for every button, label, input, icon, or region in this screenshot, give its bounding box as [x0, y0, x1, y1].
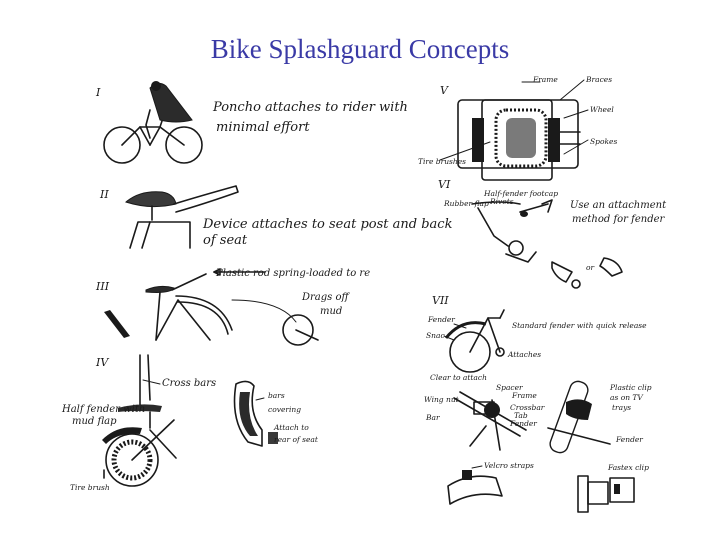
concept-8-plastic-line3: trays: [612, 403, 631, 412]
concept-4-brush: Tire brush: [70, 483, 110, 492]
concept-3-callout: Drags off: [301, 292, 350, 303]
concept-4-fender-line1: Half fender with: [61, 404, 145, 415]
concept-8-bar: Bar: [425, 413, 440, 422]
concept-3-callout2: mud: [320, 306, 342, 317]
concept-7-attaches: Attaches: [507, 350, 541, 359]
concept-7-standard: Standard fender with quick release: [512, 321, 647, 330]
concept-1-numeral: I: [95, 86, 101, 99]
concept-8-plastic-line2: as on TV: [610, 393, 644, 402]
concept-7-numeral: VII: [432, 294, 449, 307]
concept-4-bars: bars: [268, 391, 285, 400]
concept-5-wheel: Wheel: [590, 105, 614, 114]
velcro-strap-sketch: [448, 466, 502, 504]
concept-1-caption-line2: minimal effort: [216, 120, 310, 135]
concept-4: IV Cross bars Half fender with mud flap …: [61, 355, 319, 492]
concept-5-braces: Braces: [585, 75, 612, 84]
concept-4-fender-line2: mud flap: [72, 416, 117, 427]
concept-1: I Poncho attaches to rider with minimal …: [95, 81, 408, 163]
concept-2-numeral: II: [99, 188, 109, 201]
concept-6-or: or: [586, 263, 595, 272]
concept-4-attach-line2: rear of seat: [274, 435, 319, 444]
concept-8-wing-nut: Wing nut: [424, 395, 460, 404]
concept-7-snac: Snac: [426, 331, 445, 340]
concept-1-caption-line1: Poncho attaches to rider with: [212, 100, 408, 115]
concept-6: VI Half-fender footcap Rivets Rubber fla…: [438, 178, 667, 288]
concept-5-spokes: Spokes: [590, 137, 617, 146]
concept-6-rubber-flap: Rubber flap: [443, 199, 489, 208]
concept-5-numeral: V: [440, 84, 449, 97]
concept-7: VII Fender Snac Standard fender with qui…: [426, 294, 647, 372]
concept-5-tire-brushes: Tire brushes: [418, 157, 466, 166]
concept-4-attach-line1: Attach to: [273, 423, 309, 432]
concept-4-crossbars: Cross bars: [162, 378, 216, 389]
concept-6-rivets: Rivets: [489, 197, 514, 206]
concept-8-clear: Clear to attach: [430, 373, 487, 382]
concept-8-velcro: Velcro straps: [484, 461, 534, 470]
concept-4-covering: covering: [268, 405, 301, 414]
spring-rod-sketch: [104, 269, 318, 345]
concept-7-fender: Fender: [427, 315, 455, 324]
concept-8-fastex: Fastex clip: [607, 463, 649, 472]
concept-8-fender: Fender: [509, 419, 537, 428]
concept-5-frame: Frame: [532, 75, 558, 84]
concept-4-numeral: IV: [95, 356, 109, 369]
concept-6-numeral: VI: [438, 178, 451, 191]
concept-3-caption: Plastic rod spring-loaded to re: [215, 268, 370, 279]
concept-8-plastic-line1: Plastic clip: [609, 383, 652, 392]
plastic-clip-sketch: [548, 379, 610, 455]
bike-with-poncho-sketch: [104, 81, 202, 163]
concept-8-frame: Frame: [511, 391, 537, 400]
concept-8: Clear to attach Spacer Frame Crossbar Ta…: [424, 373, 652, 512]
concept-2-caption-line2: of seat: [203, 233, 248, 248]
concept-6-attach-line2: method for fender: [572, 214, 666, 225]
fastex-clip-sketch: [578, 476, 634, 512]
concept-2: II Device attaches to seat post and back…: [99, 186, 453, 248]
concept-2-caption-line1: Device attaches to seat post and back: [202, 217, 453, 232]
concept-5: V Frame Braces Wheel Spokes Tire brushes: [418, 75, 617, 180]
concept-8-fender2: Fender: [615, 435, 643, 444]
concept-3: III Plastic rod spring-loaded to re Drag…: [95, 268, 370, 345]
concept-3-numeral: III: [95, 280, 110, 293]
concept-6-attach-line1: Use an attachment: [570, 200, 667, 211]
